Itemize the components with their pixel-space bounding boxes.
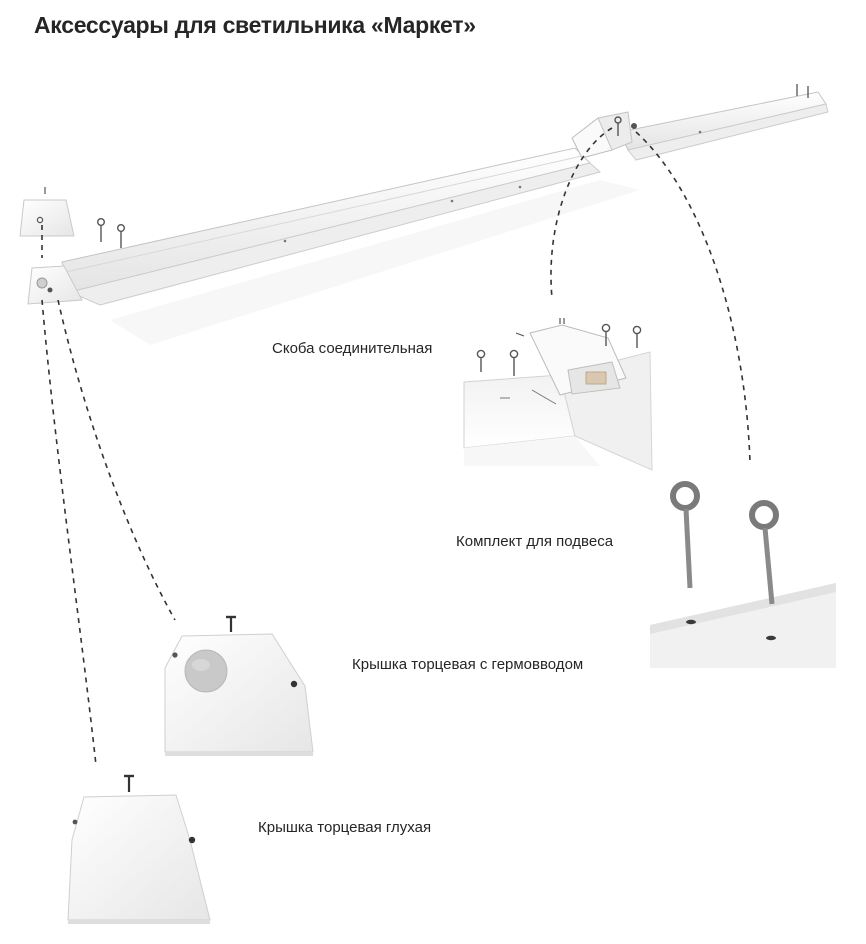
eye-bolt-icon [749, 500, 779, 605]
connector-bracket-icon [571, 111, 637, 159]
label-suspension-kit: Комплект для подвеса [456, 533, 614, 550]
suspension-kit-detail [650, 481, 836, 668]
end-cap-with-gland-icon [164, 615, 314, 756]
label-end-cap-blind: Крышка торцевая глухая [258, 819, 432, 836]
luminaire-body [61, 91, 829, 345]
leader-line [57, 299, 176, 621]
leader-line [635, 131, 751, 463]
label-connector-bracket: Скоба соединительная [272, 340, 433, 357]
eye-bolt-icon [96, 84, 809, 248]
leader-line [550, 127, 613, 299]
connector-bracket-detail [463, 318, 653, 471]
end-cap-icon [27, 265, 83, 305]
screw-icon [226, 615, 236, 632]
screw-icon [124, 774, 134, 792]
end-cap-blind-icon [67, 774, 211, 924]
cable-gland-icon [184, 649, 228, 693]
label-end-cap-with-gland: Крышка торцевая с гермовводом [352, 656, 584, 673]
end-cap-icon [19, 187, 75, 237]
page-title: Аксессуары для светильника «Маркет» [34, 12, 476, 38]
eye-bolt-icon [670, 481, 700, 589]
leader-lines [41, 127, 751, 766]
leader-line [41, 299, 97, 766]
